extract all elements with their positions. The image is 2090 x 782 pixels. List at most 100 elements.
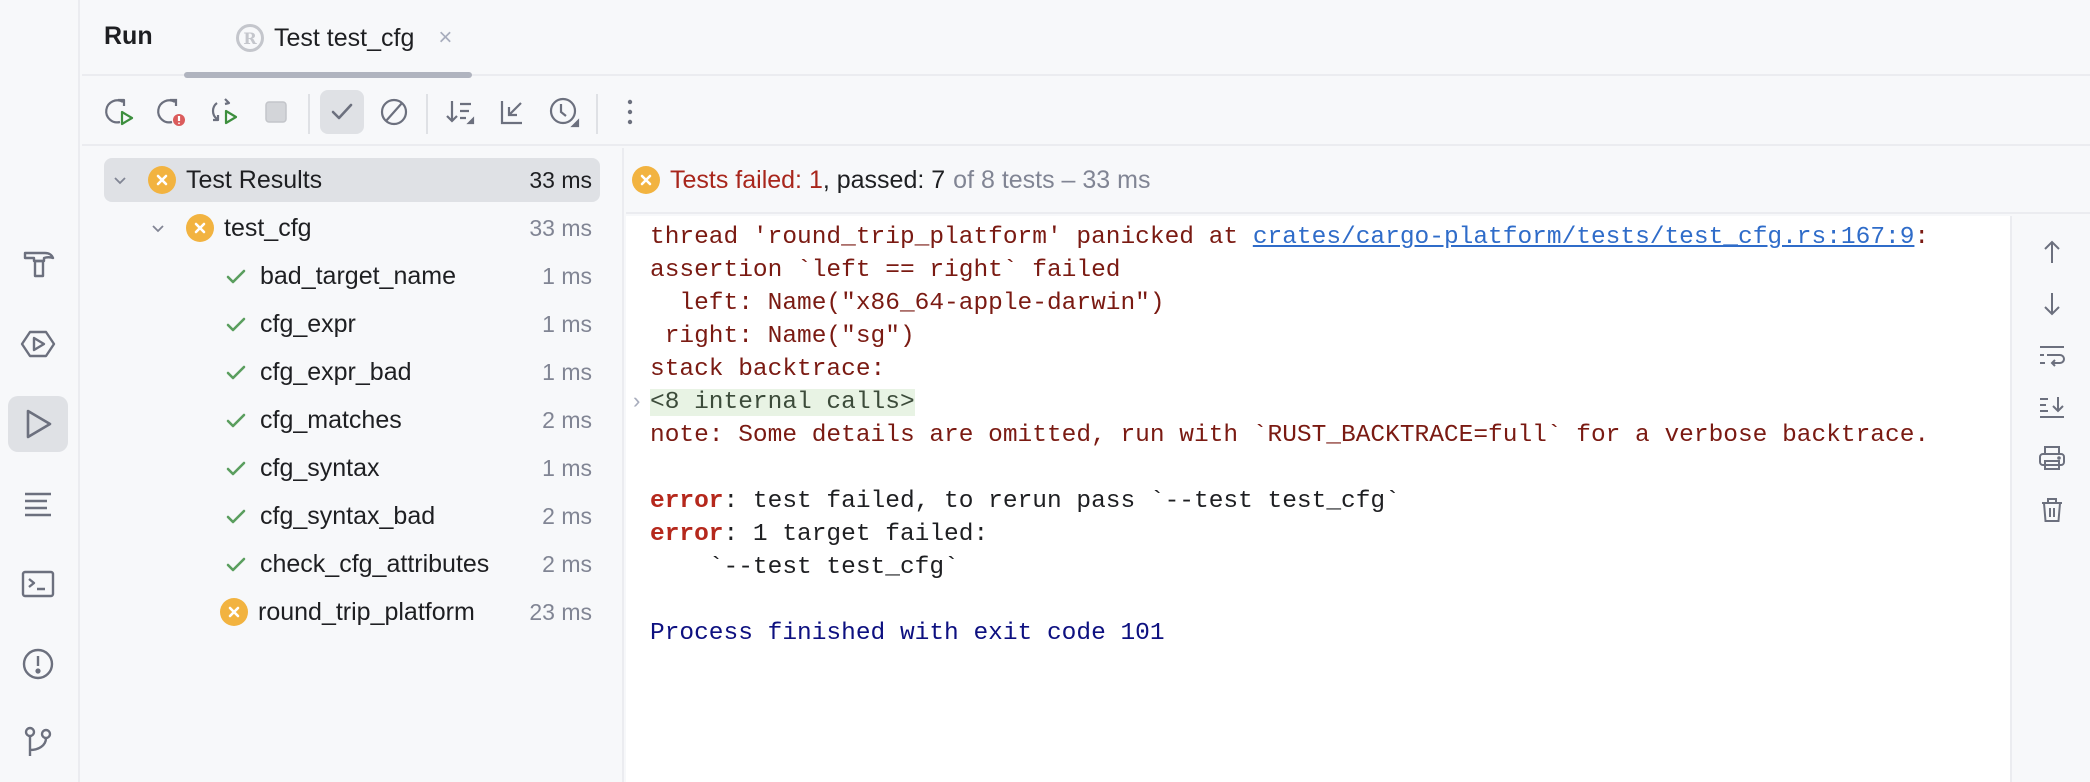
tree-node-test[interactable]: cfg_matches 2 ms [104, 398, 600, 442]
chevron-down-icon[interactable] [148, 218, 168, 238]
arrow-up-icon [2044, 240, 2060, 263]
show-ignored-toggle[interactable] [372, 90, 416, 134]
error-keyword: error [650, 521, 724, 548]
scroll-to-end-icon [2040, 397, 2064, 418]
sidebar-item-structure[interactable] [8, 476, 68, 532]
tree-node-time: 1 ms [542, 358, 592, 385]
folded-calls[interactable]: <8 internal calls> [650, 381, 915, 425]
clear-all-button[interactable] [2032, 490, 2072, 530]
failed-icon [632, 166, 660, 194]
sidebar-item-terminal[interactable] [8, 556, 68, 612]
tree-node-test[interactable]: cfg_syntax_bad 2 ms [104, 494, 600, 538]
error-text: : test failed, to rerun pass `--test tes… [723, 488, 1400, 515]
test-tree: Test Results 33 ms test_cfg 33 ms bad_ta… [82, 148, 624, 782]
rerun-icon [105, 98, 134, 126]
toolbar-separator [596, 94, 598, 134]
tree-node-test-cfg[interactable]: test_cfg 33 ms [104, 206, 600, 250]
console-line: left: Name("x86_64-apple-darwin") [650, 290, 1165, 317]
passed-icon [222, 406, 250, 434]
tree-node-test-failed[interactable]: round_trip_platform 23 ms [104, 590, 600, 634]
console-output[interactable]: thread 'round_trip_platform' panicked at… [626, 216, 2012, 782]
rerun-button[interactable] [98, 90, 142, 134]
tree-node-label: Test Results [186, 165, 323, 194]
passed-icon [222, 358, 250, 386]
exit-code-line: Process finished with exit code 101 [650, 620, 1165, 647]
more-options-button[interactable] [608, 90, 652, 134]
tool-window-stripe [0, 0, 80, 782]
trash-icon [2042, 498, 2062, 522]
console-line: stack backtrace: [650, 356, 886, 383]
tree-node-test[interactable]: cfg_expr 1 ms [104, 302, 600, 346]
sidebar-item-services[interactable] [8, 316, 68, 372]
check-icon [331, 103, 353, 120]
toolbar-separator [308, 94, 310, 134]
console-line: right: Name("sg") [650, 323, 915, 350]
print-button[interactable] [2032, 438, 2072, 478]
sidebar-item-problems[interactable] [8, 636, 68, 692]
failed-icon [220, 598, 248, 626]
active-tab-indicator [184, 72, 472, 78]
structure-icon [25, 492, 51, 517]
console-line: error: test failed, to rerun pass `--tes… [650, 480, 1400, 524]
down-stack-trace-button[interactable] [2032, 284, 2072, 324]
problems-icon [22, 648, 54, 680]
tree-node-time: 2 ms [542, 502, 592, 529]
stop-button[interactable] [254, 90, 298, 134]
summary-passed: , passed: 7 [822, 165, 946, 194]
tree-node-time: 2 ms [542, 550, 592, 577]
tab-test-test-cfg[interactable]: R Test test_cfg × [210, 0, 494, 76]
source-link[interactable]: crates/cargo-platform/tests/test_cfg.rs:… [1252, 224, 1915, 251]
tree-node-label: cfg_expr [260, 309, 356, 338]
tree-node-test[interactable]: check_cfg_attributes 2 ms [104, 542, 600, 586]
soft-wrap-button[interactable] [2032, 336, 2072, 376]
sort-icon [446, 101, 475, 125]
run-toolbar [82, 78, 2090, 146]
hammer-icon [23, 251, 55, 278]
stop-icon [265, 101, 287, 123]
auto-rerun-icon [211, 98, 238, 125]
tab-label: Test test_cfg [274, 23, 415, 52]
collapse-all-button[interactable] [490, 90, 534, 134]
tree-node-label: test_cfg [224, 213, 312, 242]
tree-node-time: 1 ms [542, 454, 592, 481]
chevron-down-icon[interactable] [110, 170, 130, 190]
tree-node-test[interactable]: bad_target_name 1 ms [104, 254, 600, 298]
terminal-icon [21, 570, 55, 598]
tree-node-test[interactable]: cfg_expr_bad 1 ms [104, 350, 600, 394]
failed-icon [148, 166, 176, 194]
sidebar-item-git[interactable] [8, 714, 68, 770]
chevron-right-icon[interactable]: › [630, 390, 644, 415]
console-line: note: Some details are omitted, run with… [650, 422, 1930, 449]
tree-node-time: 1 ms [542, 262, 592, 289]
folded-calls-label[interactable]: <8 internal calls> [650, 389, 915, 416]
passed-icon [222, 550, 250, 578]
tree-node-label: cfg_matches [260, 405, 402, 434]
show-passed-toggle[interactable] [320, 90, 364, 134]
error-text: : 1 target failed: [723, 521, 989, 548]
close-icon[interactable]: × [438, 24, 453, 51]
tree-node-time: 2 ms [542, 406, 592, 433]
rerun-failed-button[interactable] [150, 90, 194, 134]
tree-node-test-results[interactable]: Test Results 33 ms [104, 158, 600, 202]
tree-node-label: bad_target_name [260, 261, 456, 290]
history-icon [549, 97, 580, 128]
git-icon [24, 726, 52, 756]
collapse-icon [500, 101, 522, 125]
rerun-failed-icon [157, 98, 185, 126]
tree-node-label: cfg_syntax_bad [260, 501, 436, 530]
scroll-to-end-button[interactable] [2032, 386, 2072, 426]
sidebar-item-run[interactable] [8, 396, 68, 452]
tree-node-label: cfg_syntax [260, 453, 380, 482]
toggle-auto-test-button[interactable] [202, 90, 246, 134]
run-icon [26, 409, 52, 439]
up-stack-trace-button[interactable] [2032, 232, 2072, 272]
sidebar-item-build[interactable] [8, 236, 68, 292]
tree-node-label: check_cfg_attributes [260, 549, 490, 578]
sort-button[interactable] [438, 90, 482, 134]
ignored-icon [380, 98, 408, 126]
passed-icon [222, 502, 250, 530]
soft-wrap-icon [2040, 346, 2065, 367]
test-history-button[interactable] [542, 90, 586, 134]
tree-node-test[interactable]: cfg_syntax 1 ms [104, 446, 600, 490]
